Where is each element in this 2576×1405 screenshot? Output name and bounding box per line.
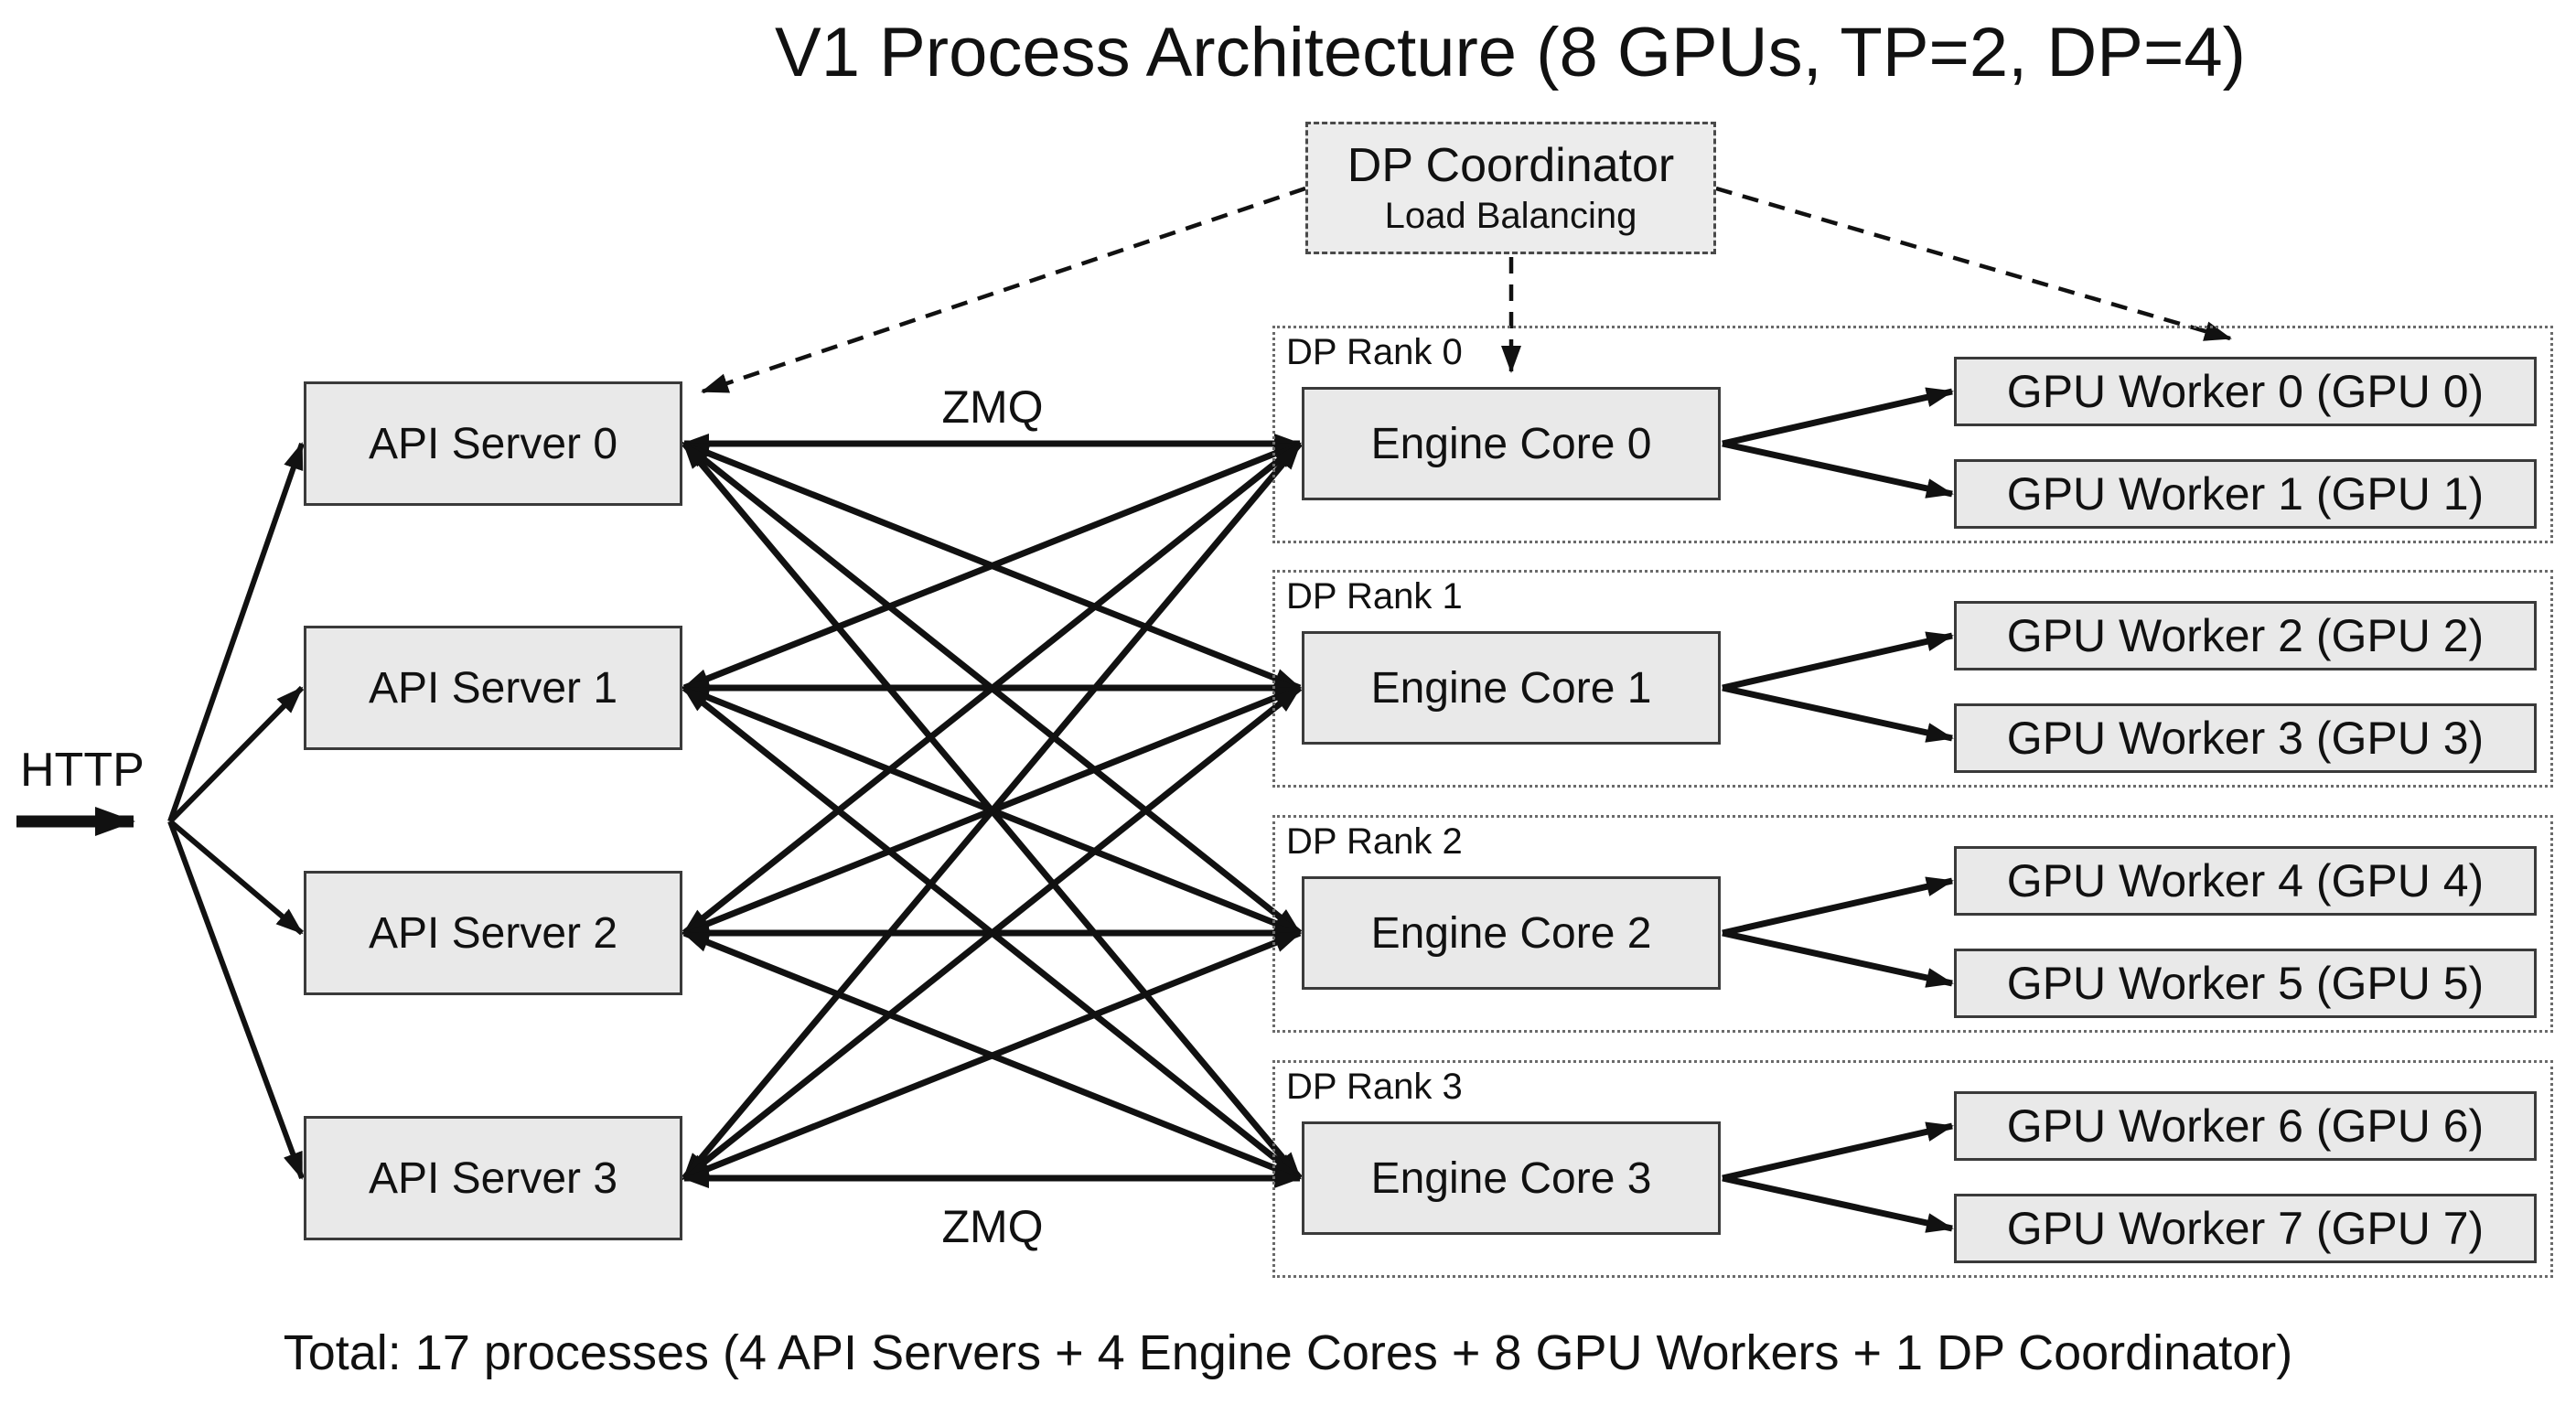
edge-engine0-worker1 — [1722, 440, 1954, 499]
api-server-2-box: API Server 2 — [304, 871, 682, 995]
api-server-1-box: API Server 1 — [304, 626, 682, 750]
dp-rank-3-label: DP Rank 3 — [1286, 1067, 1463, 1107]
edge-http-api1 — [167, 685, 305, 824]
api-server-0-box: API Server 0 — [304, 381, 682, 506]
dp-coordinator-subtitle: Load Balancing — [1384, 196, 1637, 237]
edge-coordinator-api-servers — [701, 186, 1306, 394]
edge-engine2-worker5 — [1722, 929, 1954, 988]
edge-engine3-worker7 — [1722, 1174, 1954, 1233]
edge-http-api2 — [168, 819, 304, 936]
zmq-label-top: ZMQ — [941, 381, 1044, 433]
diagram-title: V1 Process Architecture (8 GPUs, TP=2, D… — [775, 14, 2246, 91]
dp-rank-3-group: DP Rank 3 Engine Core 3 GPU Worker 6 (GP… — [1272, 1060, 2553, 1278]
dp-rank-2-label: DP Rank 2 — [1286, 821, 1463, 862]
dp-rank-1-group: DP Rank 1 Engine Core 1 GPU Worker 2 (GP… — [1272, 570, 2553, 788]
edge-coordinator-gpu-workers — [1715, 186, 2232, 341]
edge-engine3-worker6 — [1722, 1121, 1954, 1182]
edge-api3-engine2 — [682, 929, 1302, 1182]
zmq-label-bottom: ZMQ — [941, 1201, 1044, 1252]
edge-http-api0 — [167, 442, 305, 822]
dp-rank-0-group: DP Rank 0 Engine Core 0 GPU Worker 0 (GP… — [1272, 326, 2553, 543]
gpu-worker-7-box: GPU Worker 7 (GPU 7) — [1954, 1194, 2537, 1263]
gpu-worker-6-box: GPU Worker 6 (GPU 6) — [1954, 1091, 2537, 1161]
total-processes-caption: Total: 17 processes (4 API Servers + 4 E… — [283, 1325, 2293, 1380]
engine-core-2-box: Engine Core 2 — [1302, 876, 1721, 990]
edge-engine2-worker4 — [1722, 876, 1954, 937]
gpu-worker-1-box: GPU Worker 1 (GPU 1) — [1954, 459, 2537, 529]
engine-core-1-box: Engine Core 1 — [1302, 631, 1721, 745]
gpu-worker-4-box: GPU Worker 4 (GPU 4) — [1954, 846, 2537, 916]
dp-rank-0-label: DP Rank 0 — [1286, 332, 1463, 372]
dp-coordinator-title: DP Coordinator — [1347, 138, 1675, 192]
edge-engine1-worker2 — [1722, 631, 1954, 692]
gpu-worker-0-box: GPU Worker 0 (GPU 0) — [1954, 357, 2537, 426]
http-label: HTTP — [20, 744, 145, 797]
dp-rank-2-group: DP Rank 2 Engine Core 2 GPU Worker 4 (GP… — [1272, 815, 2553, 1033]
dp-coordinator-box: DP Coordinator Load Balancing — [1305, 122, 1716, 254]
dp-rank-1-label: DP Rank 1 — [1286, 576, 1463, 617]
gpu-worker-3-box: GPU Worker 3 (GPU 3) — [1954, 703, 2537, 773]
edge-http-api3 — [167, 820, 305, 1180]
gpu-worker-5-box: GPU Worker 5 (GPU 5) — [1954, 949, 2537, 1018]
engine-core-3-box: Engine Core 3 — [1302, 1121, 1721, 1235]
api-server-3-box: API Server 3 — [304, 1116, 682, 1240]
gpu-worker-2-box: GPU Worker 2 (GPU 2) — [1954, 601, 2537, 670]
edge-engine1-worker3 — [1722, 684, 1954, 743]
edge-engine0-worker0 — [1722, 387, 1954, 447]
engine-core-0-box: Engine Core 0 — [1302, 387, 1721, 500]
